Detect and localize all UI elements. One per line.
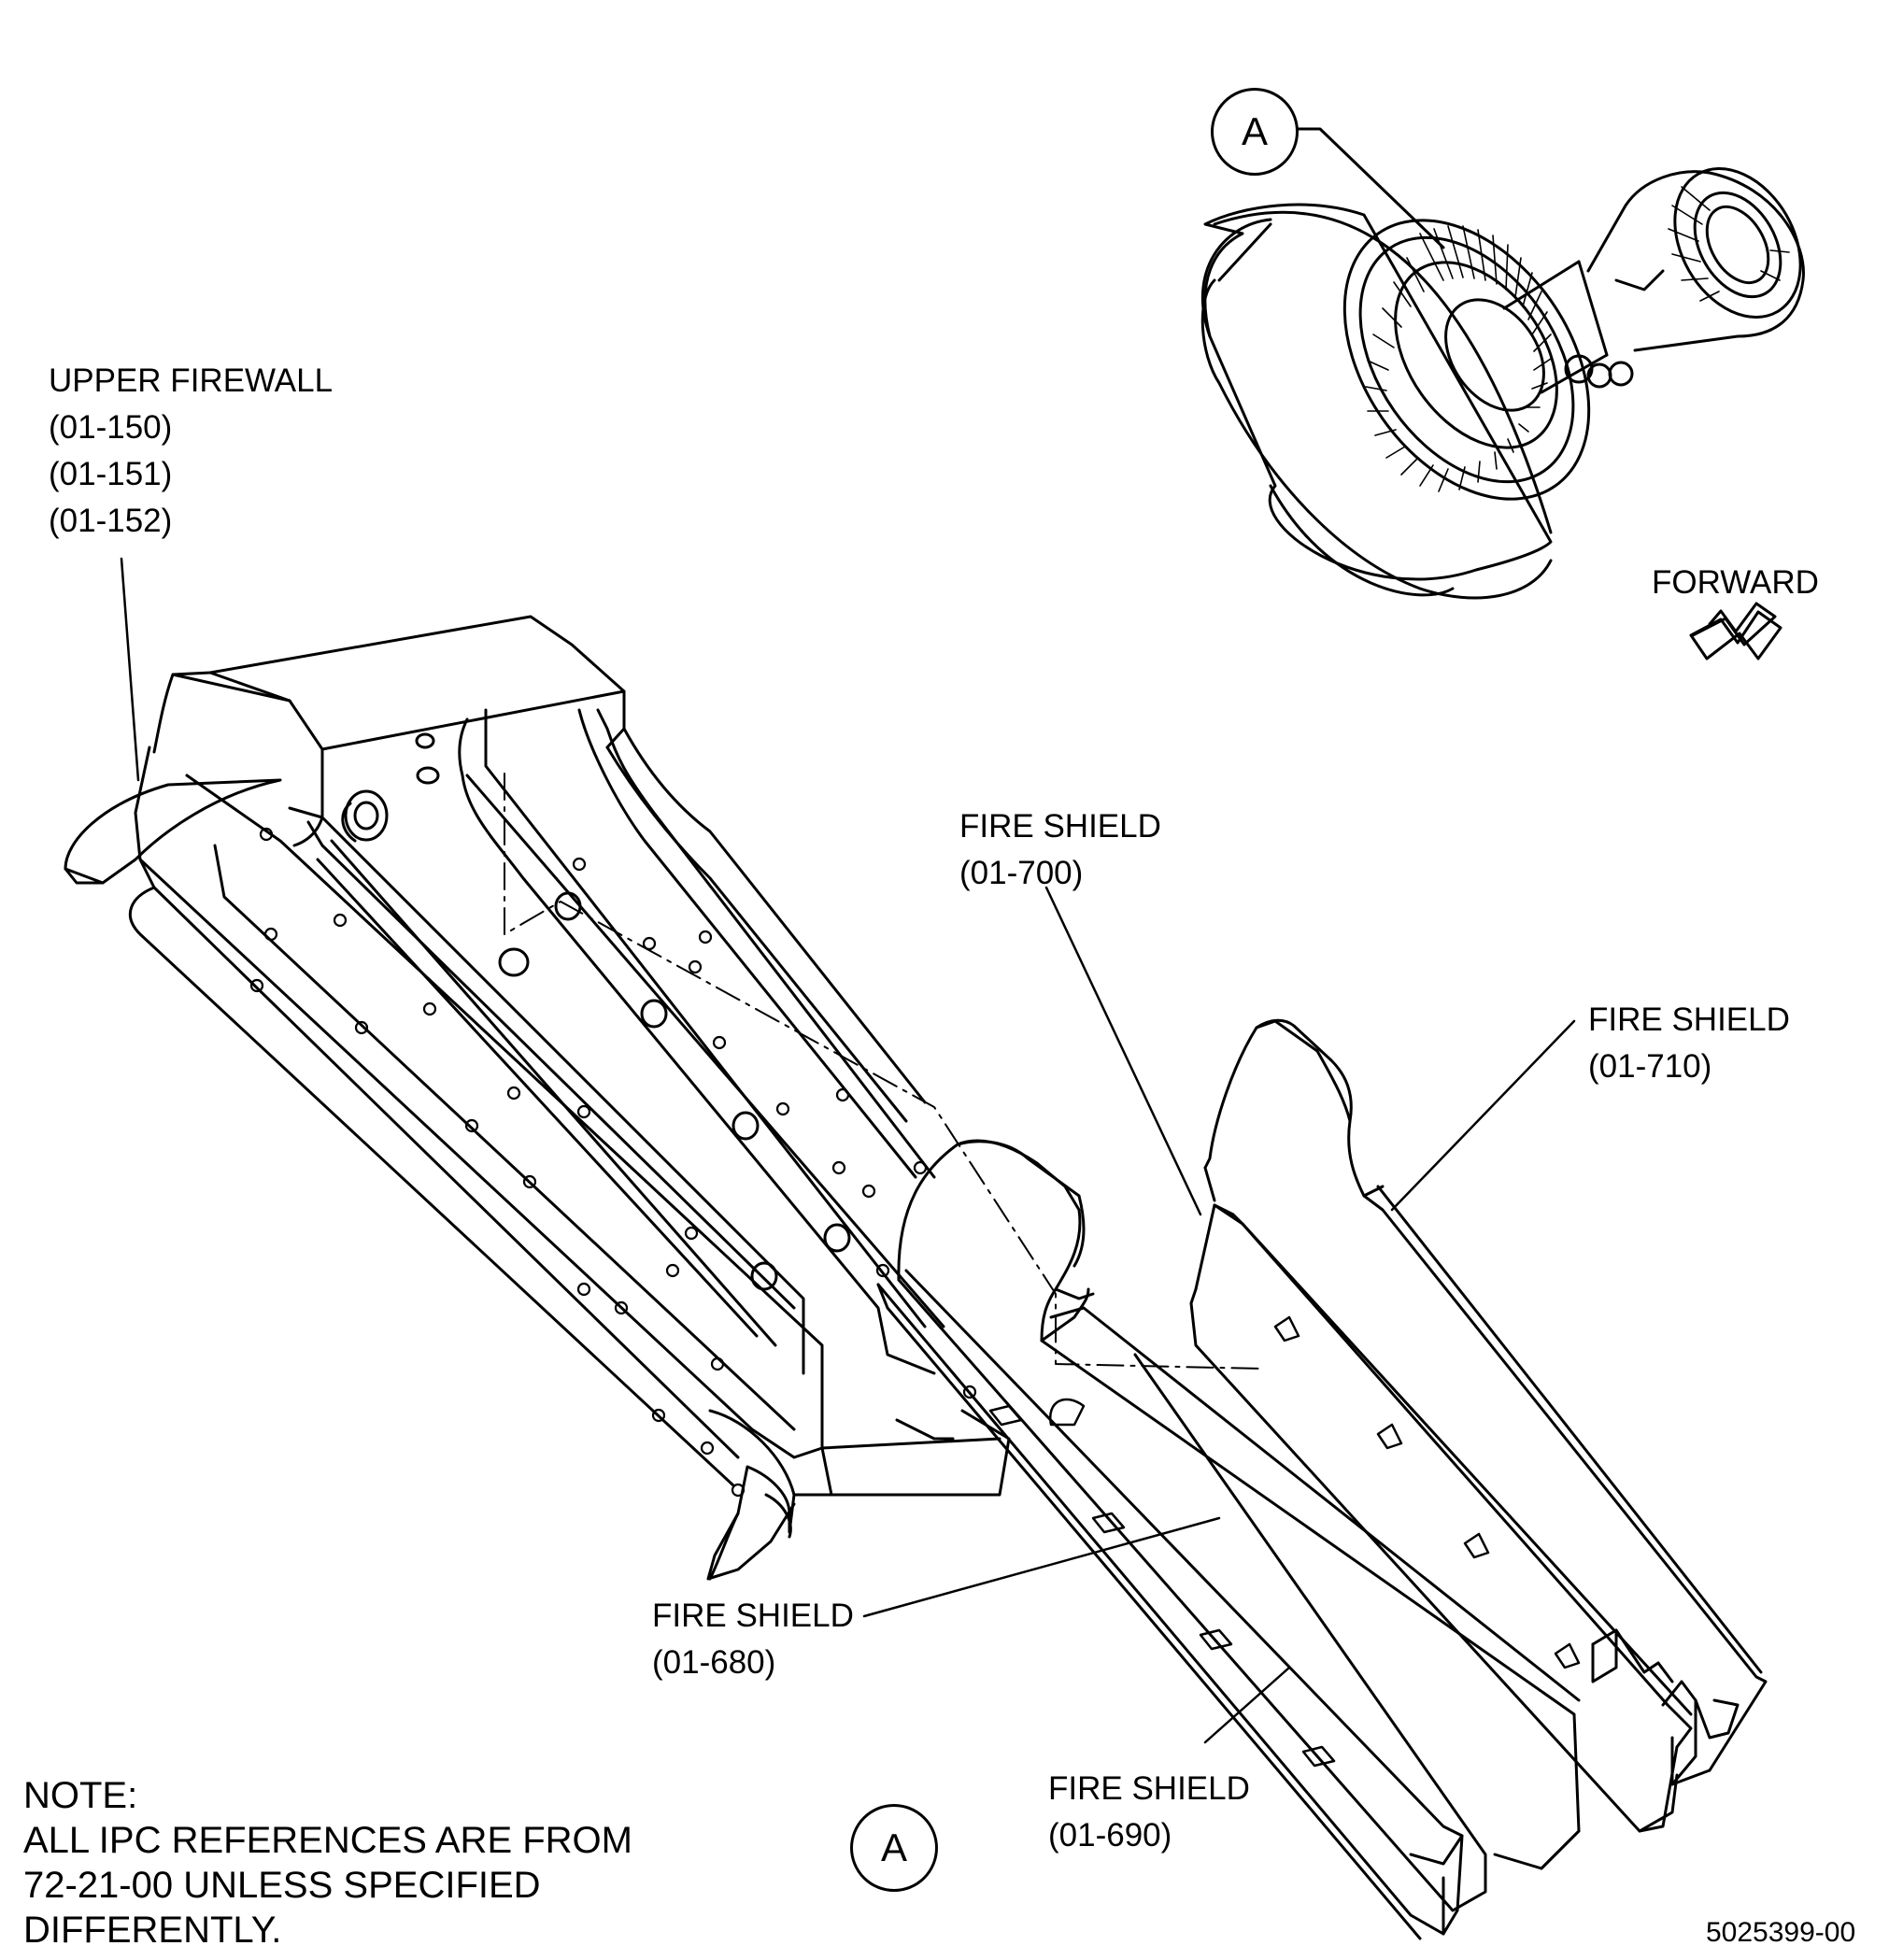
- fire-shield-710-part: [1203, 1018, 1768, 1786]
- fire-shield-680-leader: [862, 1516, 1221, 1618]
- fire-shield-710-leader: [1390, 1019, 1576, 1212]
- upper-firewall-leader: [120, 557, 140, 782]
- upper-firewall-name: UPPER FIREWALL: [49, 362, 334, 399]
- fire-shield-690-callout: FIRE SHIELD (01-690): [1048, 1766, 1250, 1859]
- note-line-1: ALL IPC REFERENCES ARE FROM: [23, 1820, 632, 1861]
- fire-shield-680-ref: (01-680): [652, 1644, 776, 1681]
- fire-shield-680-name: FIRE SHIELD: [652, 1598, 854, 1634]
- note-line-2: 72-21-00 UNLESS SPECIFIED: [23, 1865, 541, 1906]
- forward-label: FORWARD: [1652, 560, 1819, 606]
- fire-shield-700-part: [1189, 1203, 1693, 1833]
- fire-shield-690-part: [876, 1269, 1464, 1940]
- upper-firewall-ref-3: (01-152): [49, 503, 173, 539]
- firewall-assembly: [64, 615, 1262, 1581]
- leader-lines: [120, 557, 1576, 1744]
- engine-illustration: [1200, 167, 1805, 600]
- fire-shield-700-callout: FIRE SHIELD (01-700): [959, 803, 1161, 897]
- view-a-leader: [1291, 127, 1445, 249]
- fire-shield-680-callout: FIRE SHIELD (01-680): [652, 1593, 854, 1686]
- view-a-label-circle: A: [850, 1804, 938, 1892]
- note-line-3: DIFFERENTLY.: [23, 1910, 282, 1951]
- fire-shield-710-name: FIRE SHIELD: [1588, 1001, 1790, 1038]
- view-a-callout-circle: A: [1211, 88, 1299, 176]
- fire-shield-700-leader: [1044, 886, 1202, 1216]
- view-a-label-letter: A: [880, 1825, 907, 1869]
- fire-shield-710-callout: FIRE SHIELD (01-710): [1588, 997, 1790, 1090]
- view-a-callout-letter: A: [1241, 109, 1268, 153]
- fire-shield-690-ref: (01-690): [1048, 1817, 1172, 1853]
- fire-shield-690-leader: [1203, 1666, 1291, 1744]
- fire-shield-710-ref: (01-710): [1588, 1048, 1712, 1085]
- fire-shield-690-name: FIRE SHIELD: [1048, 1770, 1250, 1807]
- figure-number: 5025399-00: [1706, 1917, 1856, 1948]
- forward-text: FORWARD: [1652, 564, 1819, 601]
- note-heading: NOTE:: [23, 1775, 138, 1816]
- upper-firewall-ref-2: (01-151): [49, 456, 173, 492]
- forward-arrow-icon: [1689, 610, 1782, 660]
- fire-shield-700-ref: (01-700): [959, 855, 1084, 891]
- note-block: NOTE: ALL IPC REFERENCES ARE FROM 72-21-…: [23, 1773, 632, 1953]
- upper-firewall-callout: UPPER FIREWALL (01-150) (01-151) (01-152…: [49, 358, 333, 545]
- fire-shield-700-name: FIRE SHIELD: [959, 808, 1161, 845]
- fire-shield-680-part: [897, 1139, 1581, 1912]
- upper-firewall-ref-1: (01-150): [49, 409, 173, 446]
